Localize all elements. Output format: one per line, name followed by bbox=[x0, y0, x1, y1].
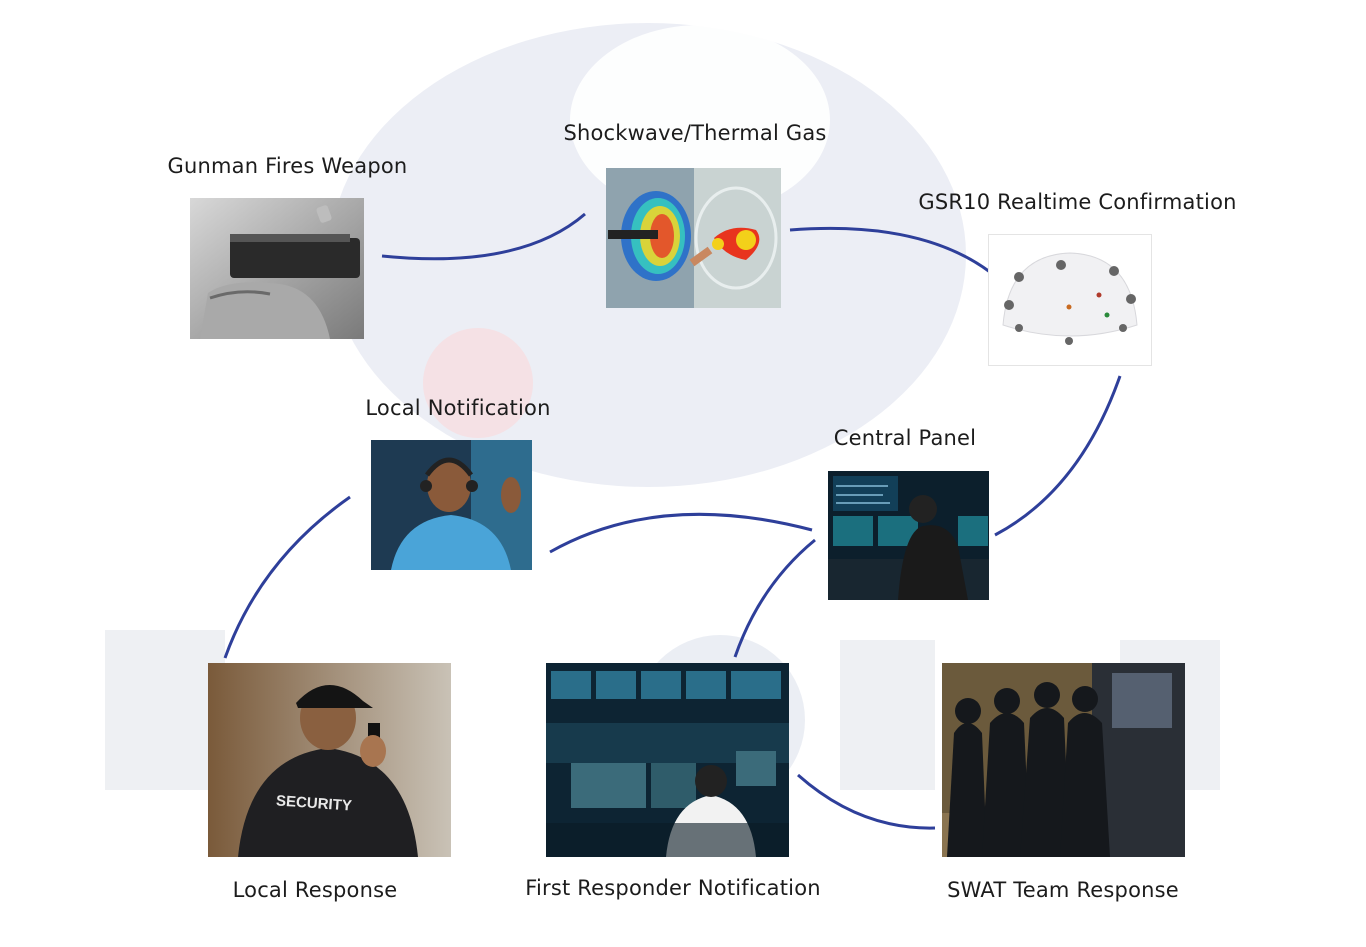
swat-team-photo bbox=[942, 663, 1185, 857]
thermal-shockwave-photo bbox=[606, 168, 781, 308]
label-central-panel: Central Panel bbox=[833, 426, 977, 450]
label-first-responder: First Responder Notification bbox=[525, 876, 821, 900]
command-center-photo bbox=[546, 663, 789, 857]
label-local-notification: Local Notification bbox=[365, 396, 551, 420]
security-operator-headset-photo bbox=[371, 440, 532, 570]
handgun-photo bbox=[190, 198, 364, 339]
control-room-operator-photo bbox=[828, 471, 989, 600]
label-local-response: Local Response bbox=[232, 878, 398, 902]
label-gsr10: GSR10 Realtime Confirmation bbox=[918, 190, 1237, 214]
security-guard-radio-photo: SECURITY bbox=[208, 663, 451, 857]
label-swat: SWAT Team Response bbox=[947, 878, 1179, 902]
dome-sensor-photo bbox=[988, 234, 1152, 366]
label-gunman: Gunman Fires Weapon bbox=[167, 154, 408, 178]
label-shockwave: Shockwave/Thermal Gas bbox=[563, 121, 827, 145]
